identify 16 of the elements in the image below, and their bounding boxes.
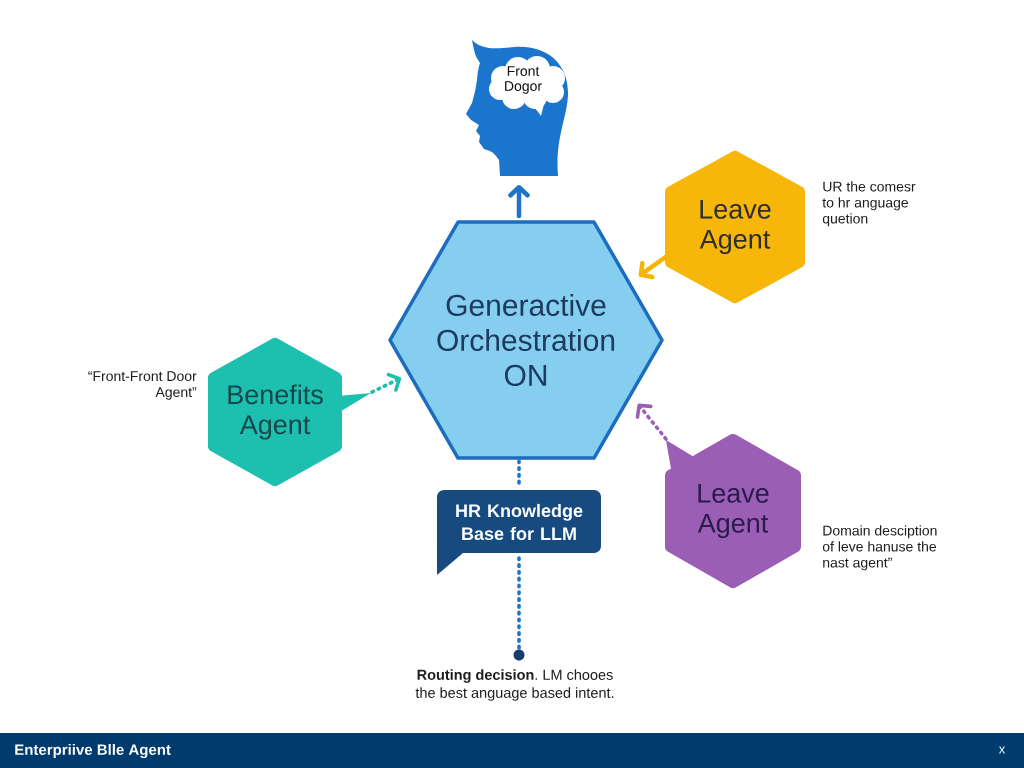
note-text: Domain desciption of leve hanuse the nast agent” (822, 525, 937, 571)
agent-hexagon: Leave Agent (665, 433, 801, 589)
speech-bubble: HR Knowledge Base for LLM (437, 490, 601, 575)
note-text: “Front-Front Door Agent” (88, 371, 197, 400)
arrow (370, 372, 402, 394)
head-illustration: Front Dogor (466, 40, 568, 176)
arrow (638, 253, 670, 280)
agent-hexagon: Benefits Agent (208, 337, 371, 487)
note-text: UR the comesr to hr anguage quetion (822, 181, 916, 227)
note-text: Routing decision. LM chooes the best anguage based intent. (415, 669, 614, 701)
dotted-line (517, 556, 521, 650)
agent-hexagon: Leave Agent (665, 150, 805, 304)
arrow (508, 185, 530, 219)
close-label: x (998, 746, 1006, 754)
orchestration-hexagon: Generactive Orchestration ON (388, 220, 664, 460)
arrow (635, 403, 668, 441)
